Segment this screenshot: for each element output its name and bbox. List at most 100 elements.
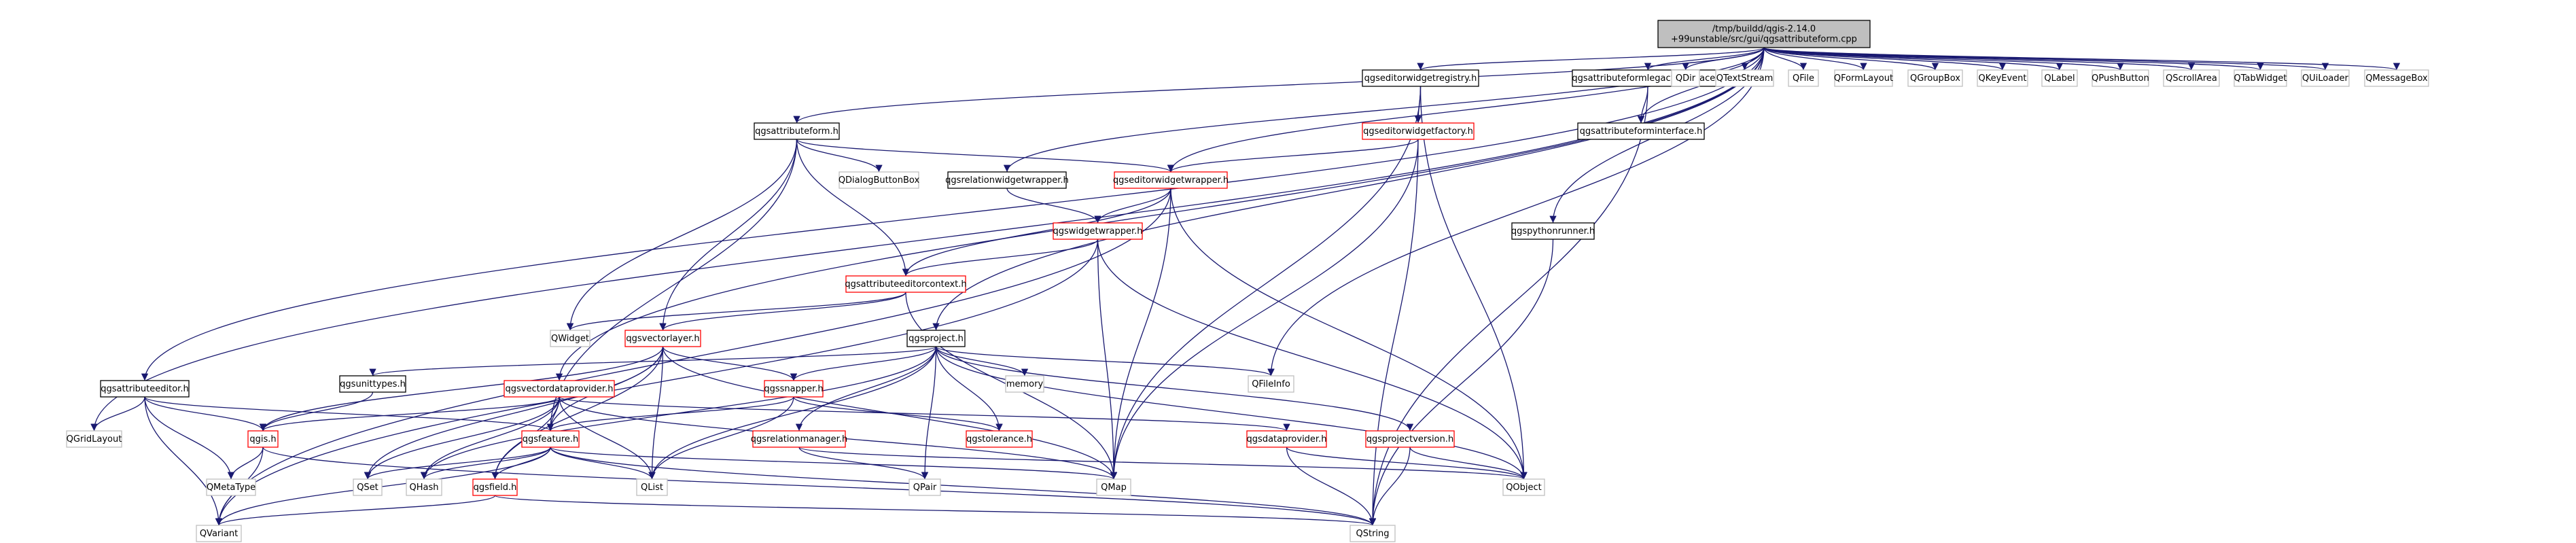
- node-box: [845, 275, 966, 293]
- node-qgsproject-h[interactable]: qgsproject.h: [906, 330, 966, 347]
- node-label: qgseditorwidgetfactory.h: [1363, 126, 1473, 137]
- node-label: qgswidgetwrapper.h: [1053, 226, 1142, 237]
- edge-qgsproject-h-to-qgsrelationmanager-h: [795, 346, 937, 432]
- node-box: [1788, 69, 1819, 87]
- edge-root-to-qdir: [1682, 47, 1765, 71]
- node-qgsunittypes-h[interactable]: qgsunittypes.h: [339, 375, 406, 393]
- node-box: [1511, 222, 1595, 240]
- node-box: [2234, 69, 2287, 87]
- node-label: qgsvectordataprovider.h: [506, 384, 614, 394]
- node-box: [1362, 69, 1479, 87]
- edge-qgsattributeeditor-h-to-qgridlayout: [90, 396, 145, 432]
- node-qgseditorwidgetregistry-h[interactable]: qgseditorwidgetregistry.h: [1362, 69, 1479, 87]
- node-box: [66, 430, 122, 448]
- node-qgroupbox: QGroupBox: [1907, 69, 1963, 87]
- node-box: [1053, 222, 1143, 240]
- node-label: qgsrelationmanager.h: [751, 434, 847, 444]
- node-quiloader: QUiLoader: [2301, 69, 2350, 87]
- node-qpair: QPair: [908, 478, 941, 496]
- node-qstring: QString: [1349, 525, 1396, 542]
- node-qgsattributeeditorcontext-h[interactable]: qgsattributeeditorcontext.h: [845, 275, 967, 293]
- node-box: [2092, 69, 2149, 87]
- edge-qgseditorwidgetwrapper-h-to-qgswidgetwrapper-h: [1094, 188, 1171, 224]
- node-box: [636, 478, 668, 496]
- node-qgseditorwidgetfactory-h[interactable]: qgseditorwidgetfactory.h: [1362, 122, 1475, 140]
- node-qgsrelationmanager-h[interactable]: qgsrelationmanager.h: [751, 430, 847, 448]
- node-box: [1907, 69, 1963, 87]
- node-qgsattributeforminterface-h[interactable]: qgsattributeforminterface.h: [1577, 122, 1705, 140]
- node-qgssnapper-h[interactable]: qgssnapper.h: [764, 380, 824, 398]
- node-box: [1657, 20, 1871, 48]
- node-label: qgspythonrunner.h: [1511, 226, 1595, 237]
- node-qgsattributeform-h[interactable]: qgsattributeform.h: [754, 122, 840, 140]
- node-label: /tmp/buildd/qgis-2.14.0: [1712, 24, 1816, 35]
- node-label: QLabel: [2044, 73, 2075, 84]
- node-label: qgsdataprovider.h: [1247, 434, 1327, 444]
- node-qgsfield-h[interactable]: qgsfield.h: [472, 478, 518, 496]
- node-label: QScrollArea: [2166, 73, 2217, 84]
- node-box: [1365, 430, 1455, 448]
- edge-qgsattributeform-h-to-qdialogbuttonbox: [796, 139, 883, 173]
- node-label: qgsfeature.h: [523, 434, 579, 444]
- node-box: [2163, 69, 2220, 87]
- edge-qgsfeature-h-to-qlist: [550, 446, 656, 480]
- node-qkeyevent: QKeyEvent: [1977, 69, 2028, 87]
- node-box: [2364, 69, 2429, 87]
- node-box: [1577, 122, 1705, 140]
- node-qgsvectorlayer-h[interactable]: qgsvectorlayer.h: [624, 330, 701, 347]
- node-box: [339, 375, 406, 393]
- node-qtextstream: QTextStream: [1715, 69, 1774, 87]
- node-label: QString: [1356, 529, 1389, 539]
- node-box: [752, 430, 846, 448]
- edge-qgssnapper-h-to-qgsfeature-h: [546, 396, 794, 432]
- edge-qgsrelationmanager-h-to-qpair: [798, 446, 929, 480]
- node-qgis-h[interactable]: qgis.h: [247, 430, 279, 448]
- edge-qgsfield-h-to-qvariant: [215, 495, 496, 526]
- edge-qgssnapper-h-to-qlist: [648, 396, 794, 480]
- node-qgsattributeformlegacyinterface-h[interactable]: qgsattributeformlegacyinterface.h: [1572, 69, 1724, 87]
- edge-qgsdataprovider-h-to-qobject: [1286, 446, 1528, 480]
- edge-root-to-qformlayout: [1763, 47, 1867, 71]
- node-label: QHash: [410, 483, 439, 493]
- node-qgsrelationwidgetwrapper-h[interactable]: qgsrelationwidgetwrapper.h: [945, 171, 1069, 189]
- node-label: QDialogButtonBox: [839, 175, 920, 186]
- node-box: [1096, 478, 1131, 496]
- node-box: [1977, 69, 2028, 87]
- edge-qgseditorwidgetwrapper-h-to-qgsattributeeditorcontext-h: [902, 188, 1171, 277]
- node-box: [2041, 69, 2078, 87]
- edge-qgssnapper-h-to-qgstolerance-h: [793, 396, 1003, 432]
- node-root[interactable]: /tmp/buildd/qgis-2.14.0+99unstable/src/g…: [1657, 20, 1871, 48]
- node-label: qgseditorwidgetwrapper.h: [1113, 175, 1229, 186]
- node-label: QUiLoader: [2302, 73, 2349, 84]
- node-qgseditorwidgetwrapper-h[interactable]: qgseditorwidgetwrapper.h: [1113, 171, 1229, 189]
- edge-qgsdataprovider-h-to-qstring: [1286, 446, 1377, 526]
- node-label: QFile: [1793, 73, 1814, 84]
- node-label: qgsattributeforminterface.h: [1580, 126, 1703, 137]
- node-label: qgsvectorlayer.h: [626, 334, 699, 344]
- edge-root-to-qgridlayout: [90, 47, 1765, 432]
- node-qgsattributeeditor-h[interactable]: qgsattributeeditor.h: [100, 380, 190, 398]
- edge-qgswidgetwrapper-h-to-qobject: [1097, 239, 1528, 480]
- edge-qgsprojectversion-h-to-qstring: [1369, 446, 1411, 526]
- node-label: QMessageBox: [2365, 73, 2428, 84]
- node-qgsfeature-h[interactable]: qgsfeature.h: [521, 430, 580, 448]
- node-label: QTextStream: [1716, 73, 1774, 84]
- edge-qgswidgetwrapper-h-to-qvariant: [215, 239, 1099, 526]
- node-qgswidgetwrapper-h[interactable]: qgswidgetwrapper.h: [1053, 222, 1143, 240]
- edge-qgsvectorlayer-h-to-qlist: [648, 346, 664, 480]
- node-qgstolerance-h[interactable]: qgstolerance.h: [966, 430, 1033, 448]
- node-qgsprojectversion-h[interactable]: qgsprojectversion.h: [1365, 430, 1455, 448]
- edge-qgsprojectversion-h-to-qobject: [1409, 446, 1528, 480]
- node-label: QList: [641, 483, 663, 493]
- node-box: [966, 430, 1033, 448]
- node-qgsdataprovider-h[interactable]: qgsdataprovider.h: [1246, 430, 1327, 448]
- edge-qgsattributeformlegacyinterface-h-to-qstring: [1369, 86, 1648, 526]
- node-qgspythonrunner-h[interactable]: qgspythonrunner.h: [1511, 222, 1595, 240]
- edge-qgsproject-h-to-qgstolerance-h: [935, 346, 1003, 432]
- node-label: qgsattributeform.h: [755, 126, 839, 137]
- edge-qgsfeature-h-to-qset: [364, 446, 551, 480]
- edge-qgsattributeform-h-to-qwidget: [566, 139, 798, 331]
- edge-qgis-h-to-qmetatype: [227, 446, 264, 480]
- edge-root-to-qscrollarea: [1763, 47, 2195, 71]
- node-qgsvectordataprovider-h[interactable]: qgsvectordataprovider.h: [504, 380, 615, 398]
